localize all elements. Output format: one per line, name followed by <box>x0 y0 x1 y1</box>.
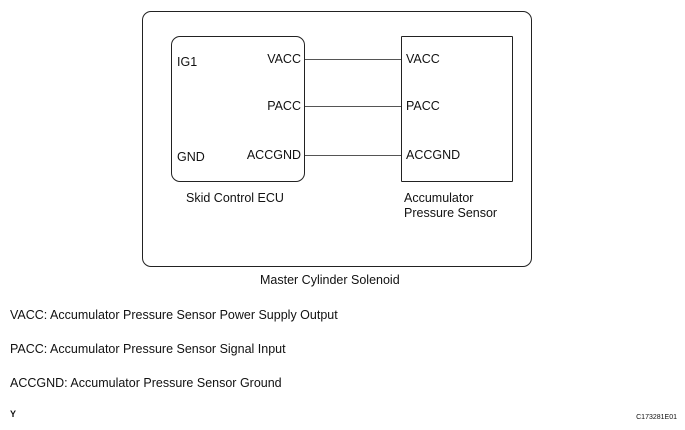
sensor-pin-accgnd: ACCGND <box>406 148 461 162</box>
legend-item-vacc: VACC: Accumulator Pressure Sensor Power … <box>10 308 338 322</box>
ecu-pin-vacc: VACC <box>267 52 301 66</box>
legend-item-accgnd: ACCGND: Accumulator Pressure Sensor Grou… <box>10 376 282 390</box>
ecu-pin-ig1: IG1 <box>177 55 198 69</box>
figure-code: C173281E01 <box>636 414 677 421</box>
wire-vacc <box>305 59 401 60</box>
ecu-caption: Skid Control ECU <box>186 191 284 205</box>
legend-item-pacc: PACC: Accumulator Pressure Sensor Signal… <box>10 342 286 356</box>
master-caption: Master Cylinder Solenoid <box>260 273 400 287</box>
sensor-caption-line1: Accumulator <box>404 191 474 205</box>
footer-mark: Y <box>10 409 17 419</box>
wire-accgnd <box>305 155 401 156</box>
wire-pacc <box>305 106 401 107</box>
accumulator-pressure-sensor-box <box>401 36 513 182</box>
sensor-caption-line2: Pressure Sensor <box>404 206 498 220</box>
sensor-pin-pacc: PACC <box>406 99 440 113</box>
ecu-pin-accgnd: ACCGND <box>246 148 301 162</box>
ecu-pin-gnd: GND <box>177 150 205 164</box>
skid-control-ecu-box <box>171 36 305 182</box>
master-cylinder-solenoid-box <box>142 11 532 267</box>
ecu-pin-pacc: PACC <box>267 99 301 113</box>
sensor-pin-vacc: VACC <box>406 52 440 66</box>
